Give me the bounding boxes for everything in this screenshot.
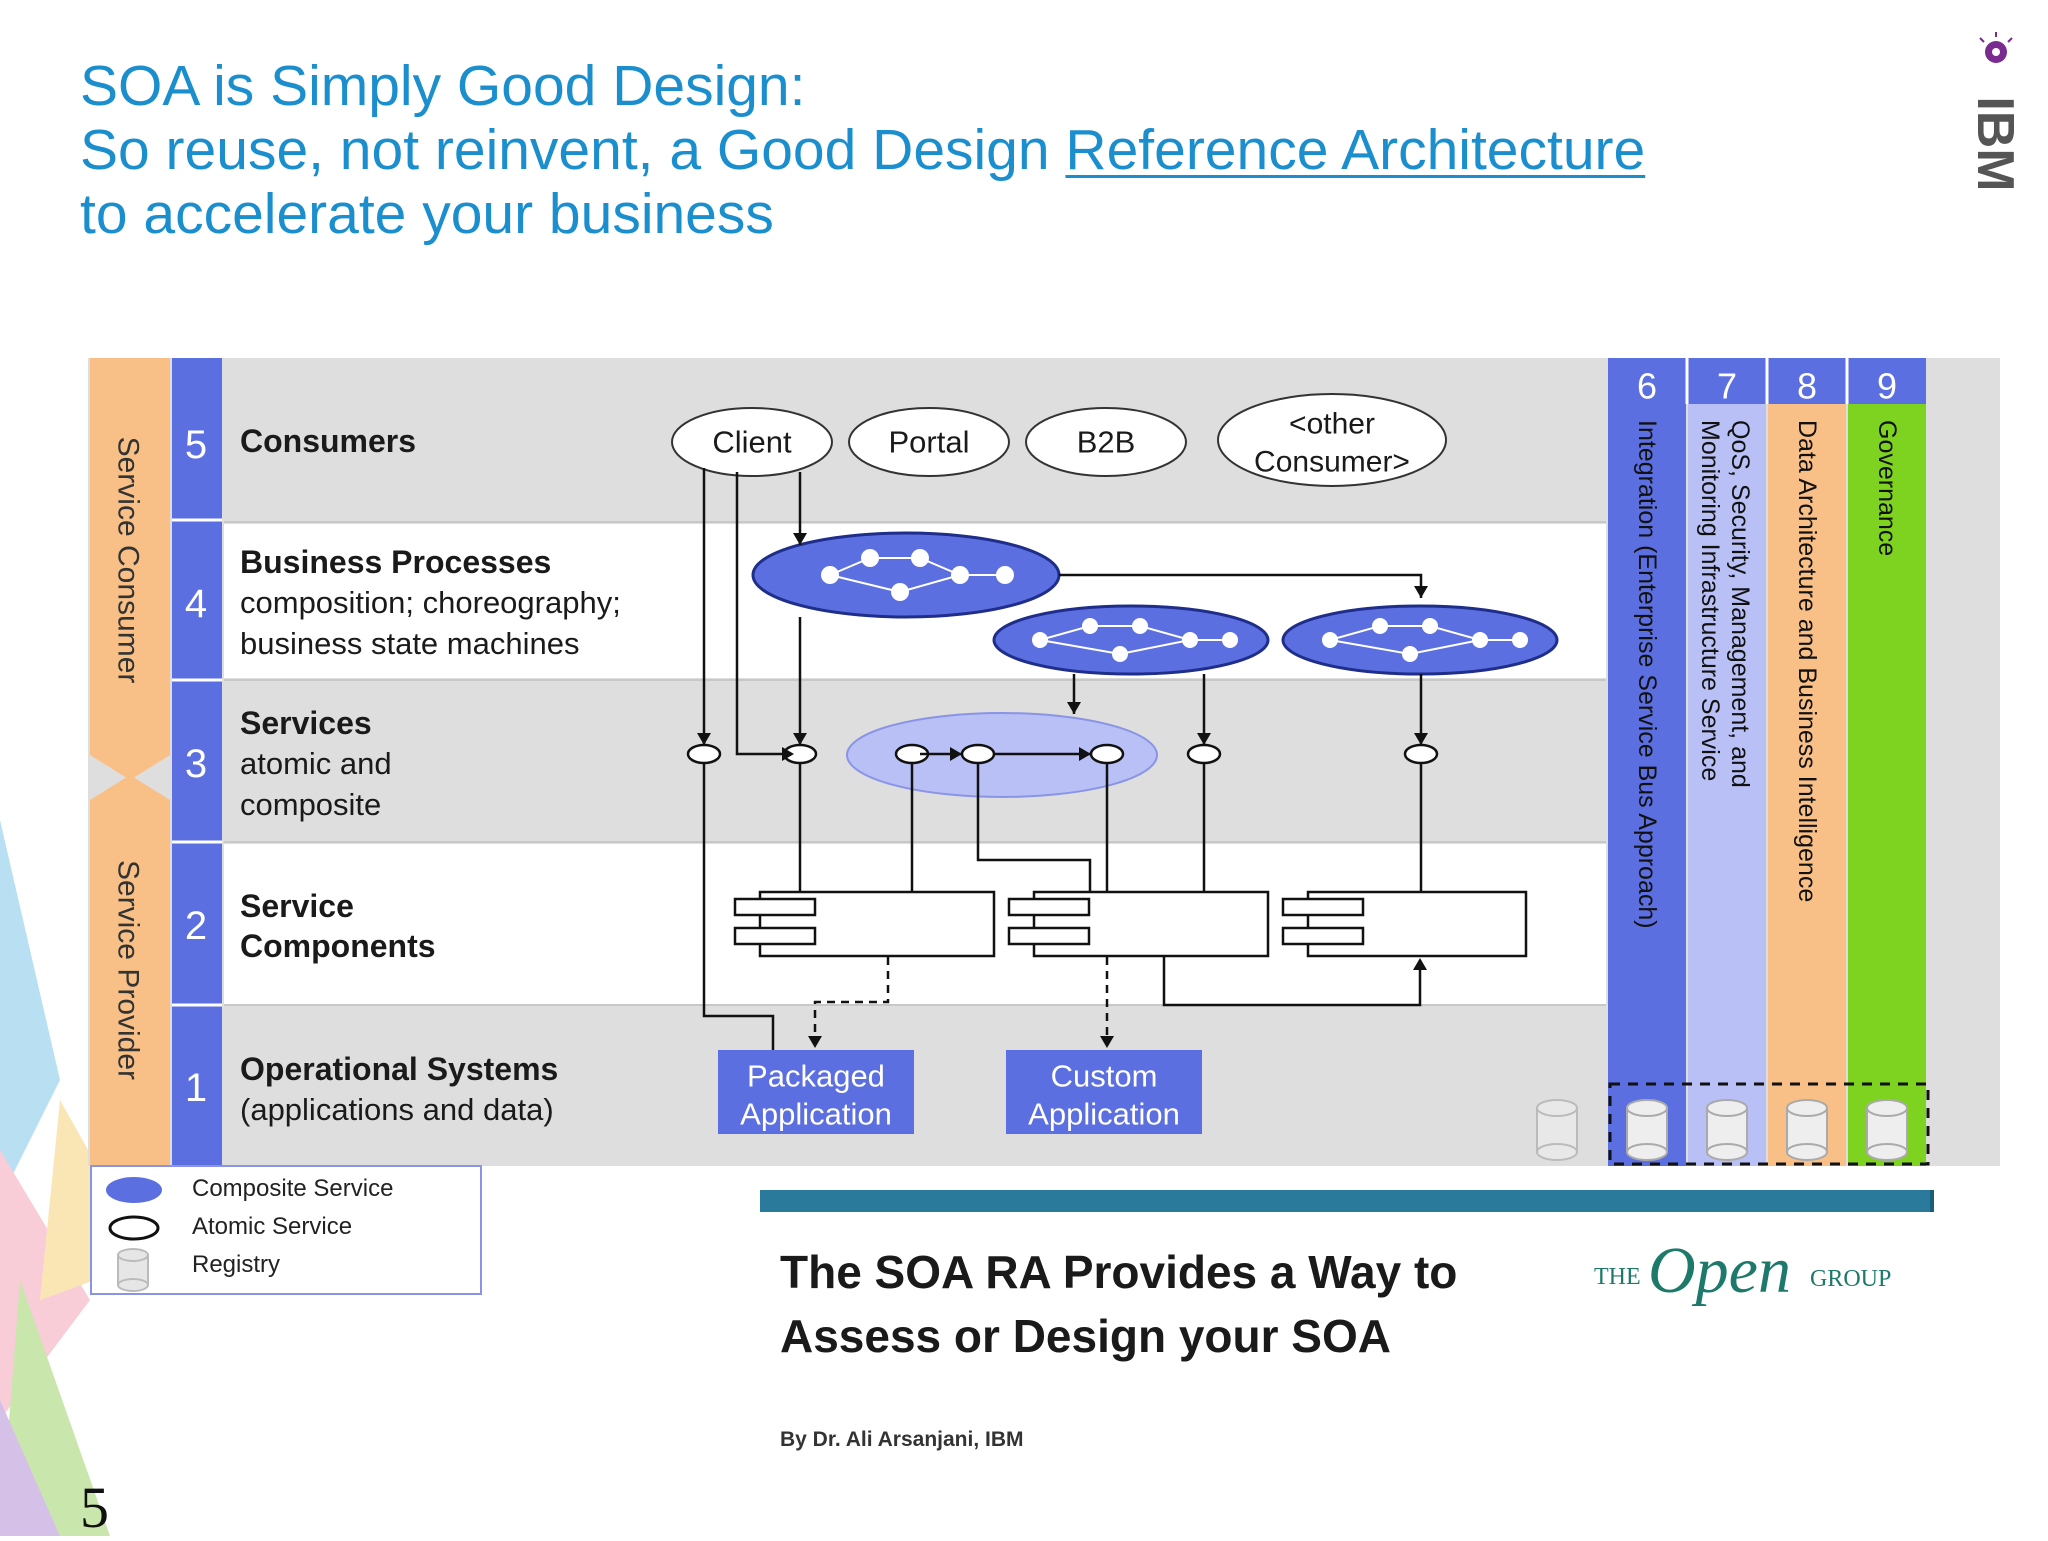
svg-text:Custom: Custom bbox=[1051, 1059, 1158, 1094]
consumer-client: Client bbox=[671, 407, 833, 477]
page-number: 5 bbox=[80, 1475, 109, 1540]
service-consumer-label: Service Consumer bbox=[112, 437, 145, 684]
legend-atomic-icon bbox=[108, 1215, 160, 1241]
annotation-headline: The SOA RA Provides a Way to Assess or D… bbox=[780, 1246, 1458, 1362]
ibm-logo: IBM bbox=[1966, 32, 2024, 188]
column-7-label-2: Monitoring Infrastructure Service bbox=[1696, 420, 1724, 781]
column-8 bbox=[1768, 358, 1846, 1166]
connector-lines bbox=[702, 468, 1423, 1050]
service-component-2 bbox=[1007, 890, 1270, 958]
column-7 bbox=[1688, 358, 1766, 1166]
layer-4-title: Business Processes bbox=[240, 544, 551, 580]
arrowheads bbox=[697, 533, 1428, 970]
layer-1-sub-1: (applications and data) bbox=[240, 1092, 554, 1127]
layer-4-number: 4 bbox=[185, 582, 207, 626]
layer-2-sub-1: Components bbox=[240, 928, 436, 964]
legend-atomic-label: Atomic Service bbox=[192, 1213, 352, 1240]
layer-3-title: Services bbox=[240, 705, 372, 741]
business-process-3 bbox=[1281, 604, 1559, 676]
title-line-1: SOA is Simply Good Design: bbox=[80, 54, 806, 118]
service-consumer-bar bbox=[90, 358, 170, 780]
service-component-1 bbox=[733, 890, 996, 958]
business-process-1 bbox=[751, 531, 1061, 619]
legend-composite-label: Composite Service bbox=[192, 1175, 393, 1202]
column-6 bbox=[1608, 358, 1686, 1166]
column-7-number: 7 bbox=[1717, 366, 1737, 407]
title-line-2: So reuse, not reinvent, a Good Design Re… bbox=[80, 118, 1645, 182]
layer-1-title: Operational Systems bbox=[240, 1051, 558, 1087]
layer-5-title: Consumers bbox=[240, 423, 416, 459]
ibm-globe-icon bbox=[1979, 32, 2013, 63]
consumer-b2b: B2B bbox=[1025, 407, 1187, 477]
layer-4-sub-2: business state machines bbox=[240, 626, 579, 661]
layer-5-number: 5 bbox=[185, 423, 207, 467]
business-process-2 bbox=[992, 604, 1270, 676]
column-8-label: Data Architecture and Business Intellige… bbox=[1793, 420, 1821, 902]
reference-architecture-link[interactable]: Reference Architecture bbox=[1065, 118, 1646, 182]
title-line-2-prefix: So reuse, not reinvent, a Good Design bbox=[80, 118, 1066, 182]
column-9 bbox=[1848, 358, 1926, 1166]
title-line-3: to accelerate your business bbox=[80, 182, 774, 246]
legend-composite-icon bbox=[106, 1177, 162, 1203]
svg-text:Application: Application bbox=[740, 1097, 892, 1132]
layer-4-sub-1: composition; choreography; bbox=[240, 585, 621, 620]
annotation-byline: By Dr. Ali Arsanjani, IBM bbox=[780, 1428, 1024, 1451]
column-registry-icons bbox=[1626, 1099, 1908, 1161]
svg-text:Consumer>: Consumer> bbox=[1254, 446, 1410, 479]
svg-text:Client: Client bbox=[712, 425, 792, 460]
registry-row bbox=[1608, 1082, 1930, 1166]
svg-text:GROUP: GROUP bbox=[1810, 1266, 1891, 1292]
ibm-logo-text: IBM bbox=[1966, 96, 2024, 188]
column-9-number: 9 bbox=[1877, 366, 1897, 407]
svg-text:Open: Open bbox=[1648, 1234, 1791, 1307]
layer-3-number: 3 bbox=[185, 742, 207, 786]
slide-title: SOA is Simply Good Design: So reuse, not… bbox=[80, 54, 1645, 246]
column-9-label: Governance bbox=[1873, 420, 1901, 556]
layer-2-number: 2 bbox=[185, 904, 207, 948]
open-group-logo: THE Open GROUP bbox=[1594, 1234, 1891, 1307]
svg-text:<other: <other bbox=[1289, 408, 1375, 441]
service-provider-bar bbox=[90, 775, 170, 1166]
svg-text:Application: Application bbox=[1028, 1097, 1180, 1132]
custom-application: Custom Application bbox=[1006, 1050, 1202, 1134]
annotation-bar bbox=[760, 1190, 1934, 1212]
column-6-label: Integration (Enterprise Service Bus Appr… bbox=[1633, 420, 1661, 929]
column-8-number: 8 bbox=[1797, 366, 1817, 407]
legend-registry-label: Registry bbox=[192, 1251, 280, 1278]
svg-text:THE: THE bbox=[1594, 1264, 1641, 1290]
registry-icon bbox=[1536, 1099, 1578, 1161]
layer-3-sub-1: atomic and bbox=[240, 746, 392, 781]
legend: Composite Service Atomic Service Registr… bbox=[90, 1165, 482, 1295]
consumer-other: <other Consumer> bbox=[1217, 393, 1447, 487]
svg-text:Portal: Portal bbox=[889, 425, 970, 460]
column-7-label-1: QoS, Security, Management, and bbox=[1726, 420, 1754, 788]
layer-3-sub-2: composite bbox=[240, 787, 381, 822]
layer-2-title: Service bbox=[240, 888, 354, 924]
layer-1-number: 1 bbox=[185, 1066, 207, 1110]
service-provider-label: Service Provider bbox=[112, 860, 145, 1080]
packaged-application: Packaged Application bbox=[718, 1050, 914, 1134]
service-component-3 bbox=[1281, 890, 1528, 958]
svg-text:Packaged: Packaged bbox=[747, 1059, 885, 1094]
atomic-services bbox=[686, 743, 1439, 765]
column-6-number: 6 bbox=[1637, 366, 1657, 407]
consumer-portal: Portal bbox=[848, 407, 1010, 477]
legend-registry-icon bbox=[117, 1248, 149, 1292]
layer-number-column bbox=[172, 358, 222, 1166]
svg-text:B2B: B2B bbox=[1077, 425, 1136, 460]
